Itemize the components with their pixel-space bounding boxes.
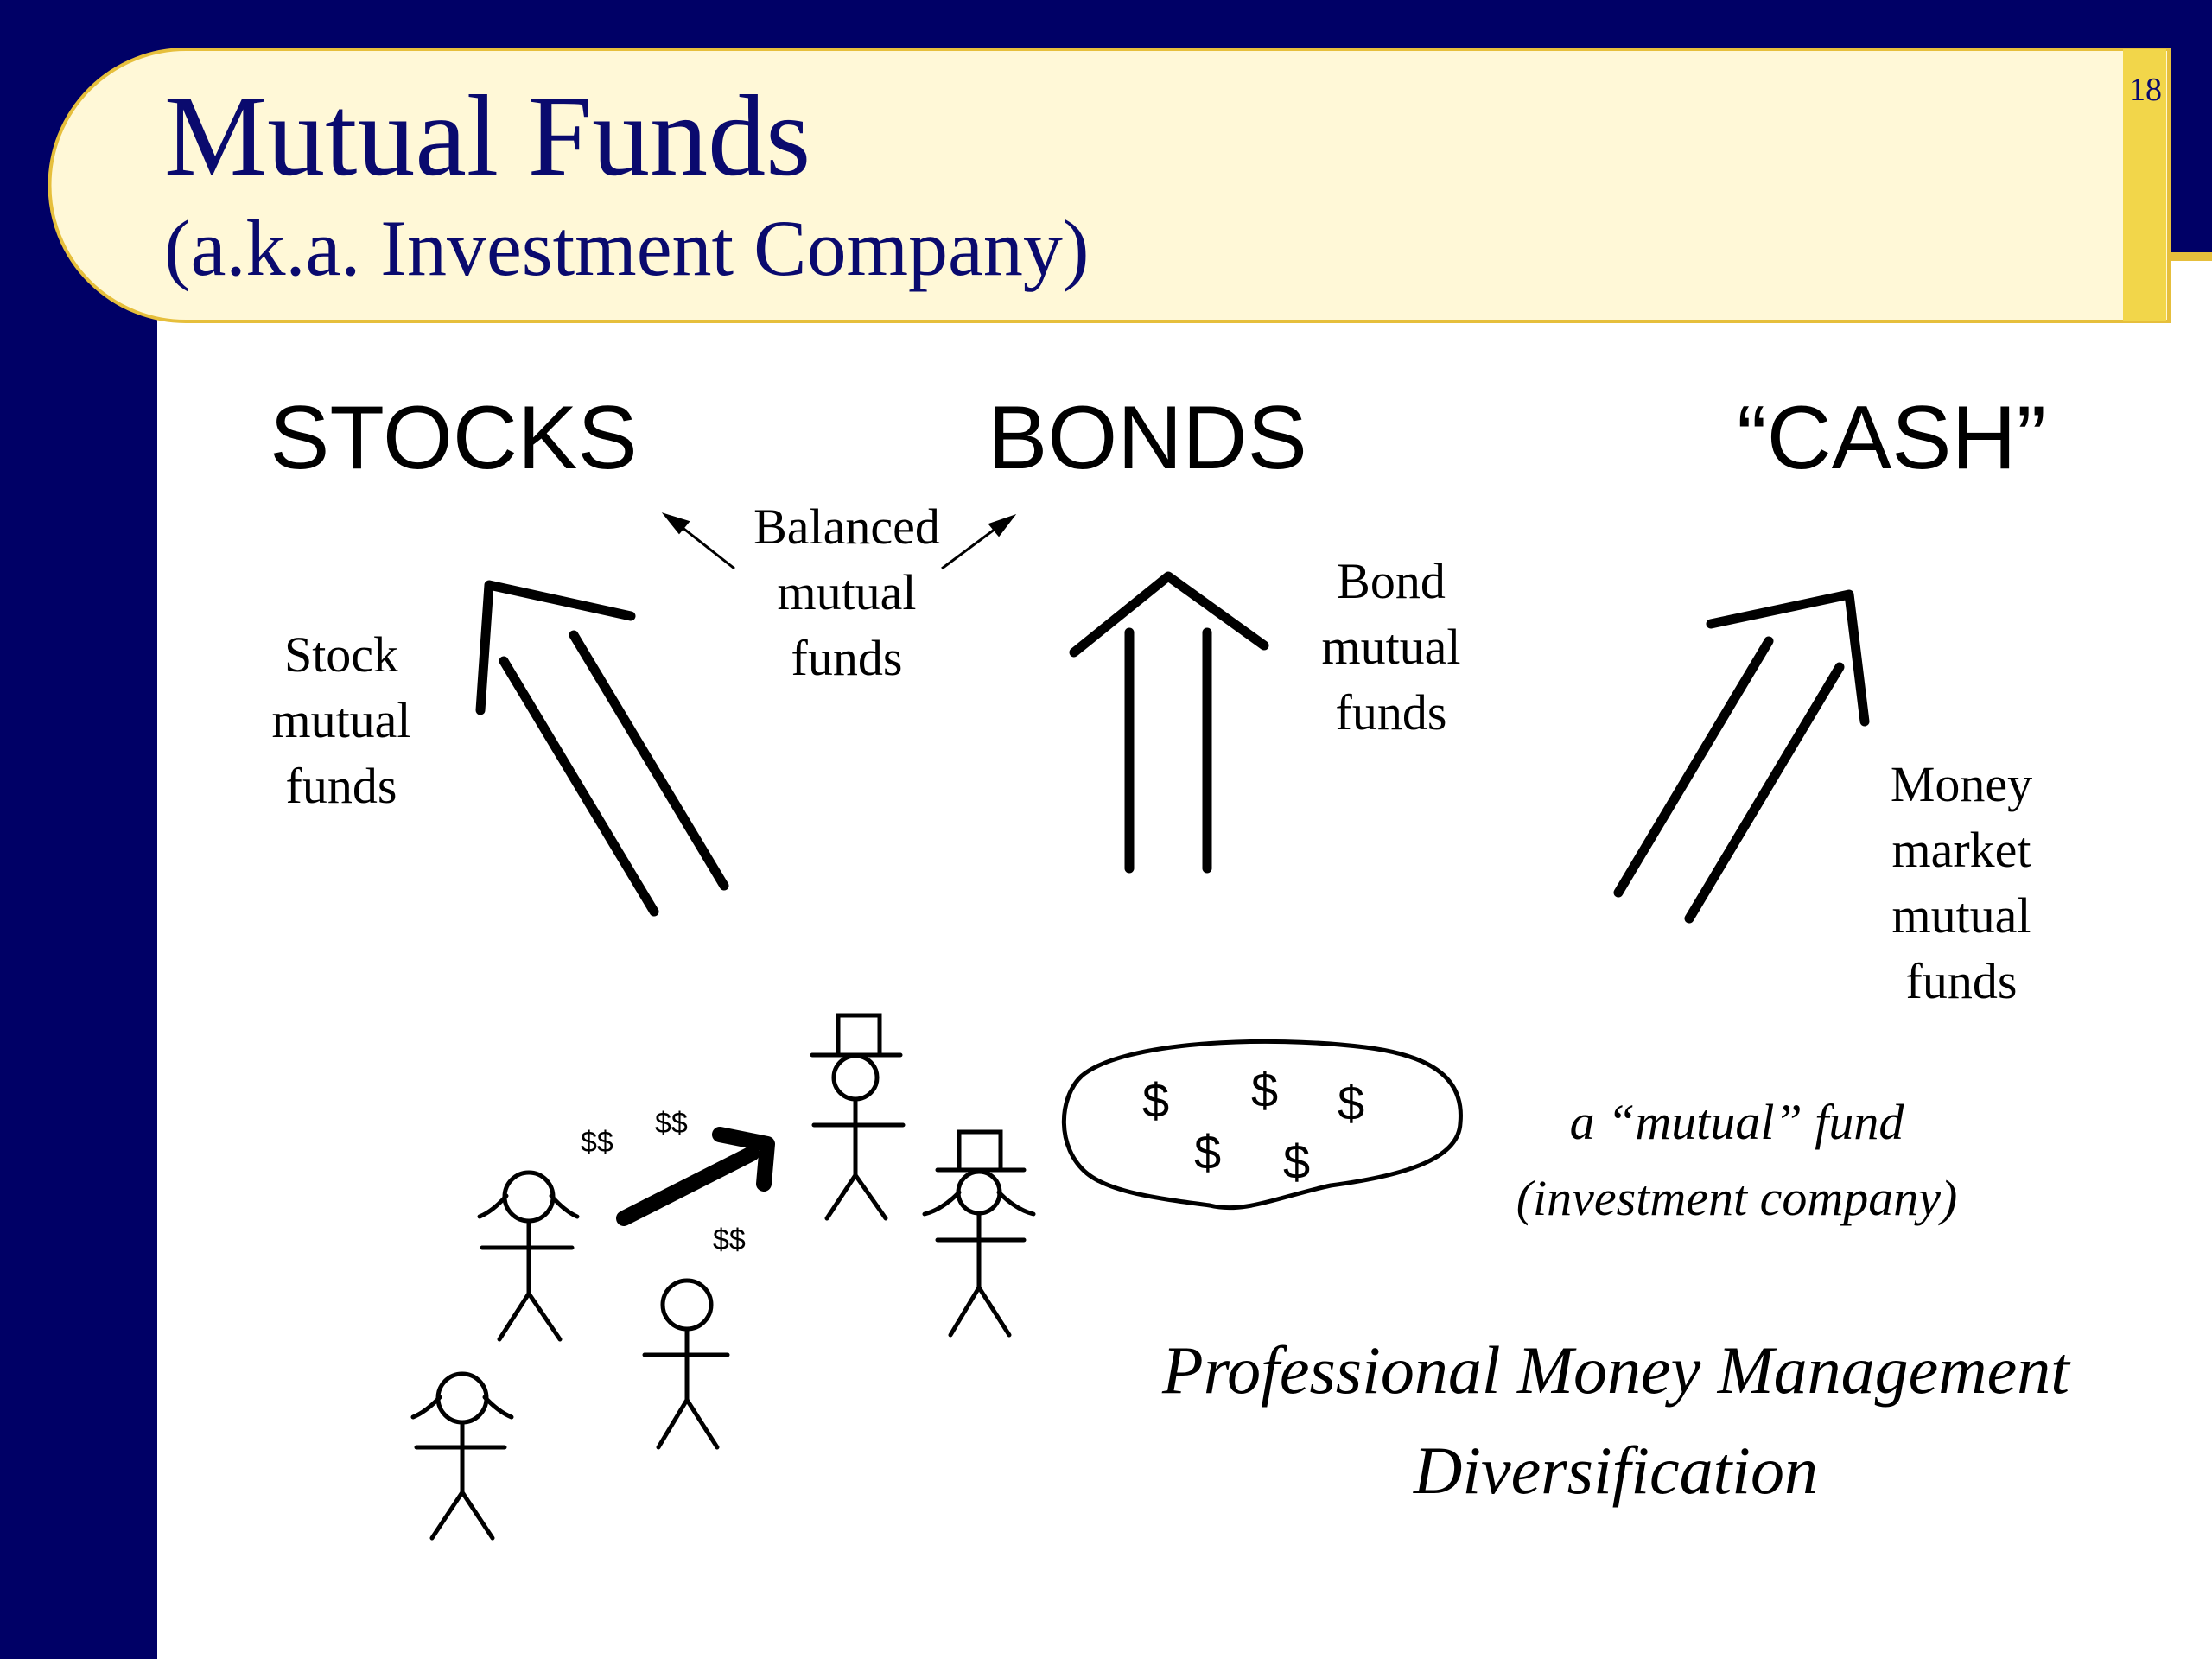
stock-line-1: Stock (283, 626, 399, 683)
pool-dollar-symbol: $ (1251, 1063, 1279, 1117)
balanced-line-2: mutual (777, 564, 917, 620)
benefit-professional-management: Professional Money Management (1162, 1332, 2069, 1408)
benefit-diversification: Diversification (1414, 1433, 1818, 1508)
page-subtitle: (a.k.a. Investment Company) (164, 204, 1090, 292)
money-market-line-4: funds (1905, 953, 2018, 1009)
money-market-fund-label: Money market mutual funds (1853, 752, 2069, 1014)
bond-fund-label: Bond mutual funds (1283, 549, 1499, 746)
category-stocks: STOCKS (270, 388, 638, 488)
balanced-arrow-icon (661, 512, 1017, 570)
pool-caption-line-1: a “mutual” fund (1569, 1094, 1904, 1150)
money-market-line-1: Money (1890, 756, 2033, 812)
top-hat-icon (957, 1129, 1003, 1173)
stick-figure-icon (477, 1170, 580, 1342)
category-bonds: BONDS (988, 388, 1307, 488)
page-title: Mutual Funds (164, 72, 811, 200)
stock-line-2: mutual (271, 692, 411, 748)
balanced-line-3: funds (791, 630, 903, 686)
navy-top-band (0, 0, 2212, 52)
pool-dollar-symbol: $ (1142, 1073, 1170, 1128)
bond-line-2: mutual (1321, 619, 1461, 675)
balanced-fund-label: Balanced mutual funds (717, 494, 976, 691)
money-pool-icon (1061, 1039, 1463, 1211)
gold-accent-bar (2123, 49, 2166, 321)
title-banner (48, 48, 2171, 323)
stick-figure-icon (642, 1278, 730, 1450)
arrow-to-cash-icon (1613, 589, 1870, 924)
stock-fund-label: Stock mutual funds (233, 622, 449, 819)
top-hat-icon (836, 1013, 882, 1058)
stock-line-3: funds (285, 758, 397, 814)
stick-figure-icon (810, 1013, 906, 1221)
arrow-to-bonds-icon (1069, 571, 1269, 874)
stick-figure-icon (410, 1371, 514, 1541)
bond-line-3: funds (1335, 684, 1447, 741)
navy-right-corner (2169, 0, 2212, 257)
balanced-line-1: Balanced (753, 499, 940, 555)
pool-dollar-symbol: $ (1338, 1076, 1365, 1130)
arrow-to-stocks-icon (475, 580, 729, 917)
benefits-list: Professional Money Management Diversific… (1089, 1320, 2143, 1521)
stick-figure-icon (922, 1129, 1036, 1338)
money-market-line-3: mutual (1891, 887, 2031, 944)
pool-caption-line-2: (investment company) (1516, 1170, 1958, 1226)
money-label: $$ (713, 1224, 746, 1256)
category-cash: “CASH” (1737, 388, 2047, 488)
gold-accent-line (2169, 252, 2212, 261)
pool-dollar-symbol: $ (1283, 1135, 1311, 1189)
thick-arrow-icon (616, 1127, 775, 1226)
pool-dollar-symbol: $ (1194, 1125, 1222, 1179)
money-label: $$ (655, 1107, 688, 1140)
page-number: 18 (2129, 72, 2162, 108)
pool-caption: a “mutual” fund (investment company) (1469, 1084, 2005, 1236)
money-label: $$ (581, 1126, 613, 1159)
bond-line-1: Bond (1337, 553, 1446, 609)
money-market-line-2: market (1891, 822, 2031, 878)
